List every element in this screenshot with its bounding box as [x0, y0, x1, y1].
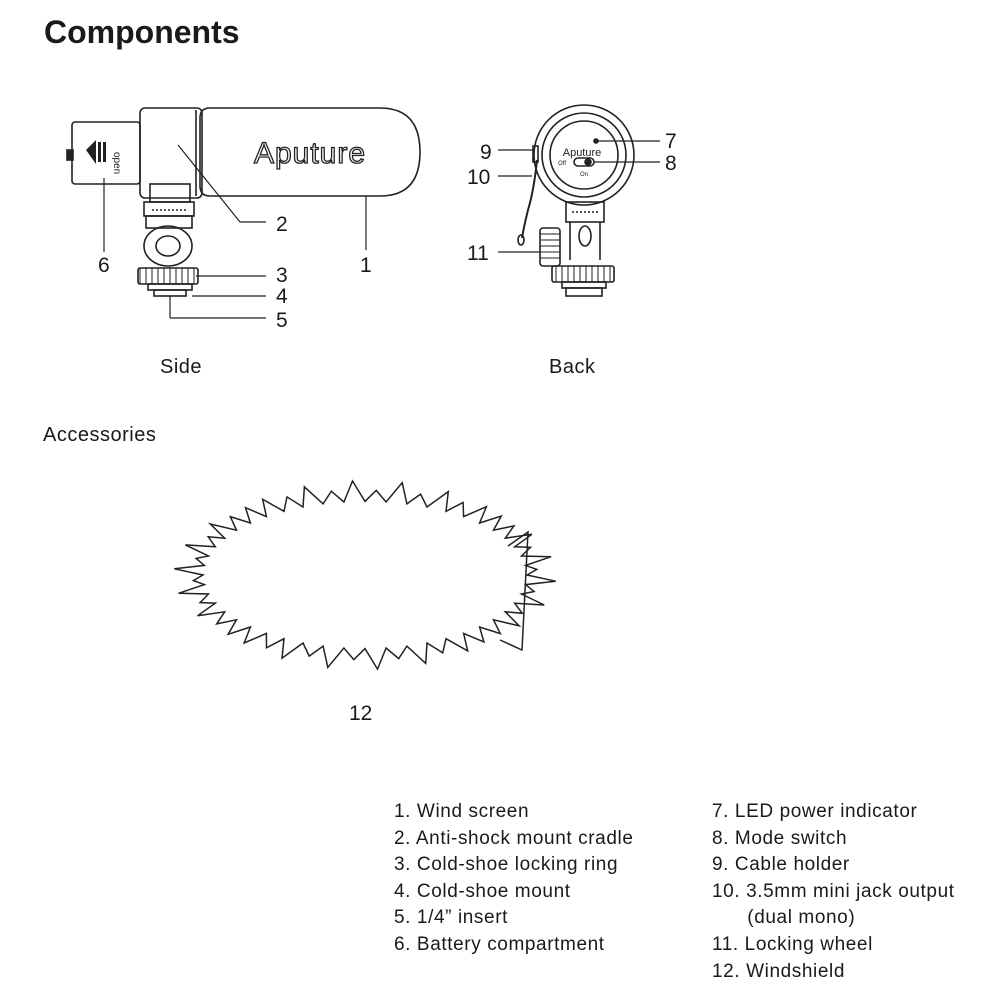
legend-item: 7. LED power indicator: [712, 801, 918, 822]
legend-right: 7. LED power indicator 8. Mode switch 9.…: [712, 799, 955, 985]
brand-logo-back: Aputure: [563, 147, 602, 159]
back-housing: [533, 104, 635, 206]
legend-item: 10. 3.5mm mini jack output: [712, 880, 955, 902]
back-plate: [549, 120, 619, 190]
back-view-caption: Back: [549, 356, 596, 378]
legend-left: 1. Wind screen 2. Anti-shock mount cradl…: [394, 799, 634, 959]
legend-item: 1. Wind screen: [394, 801, 530, 822]
wind-screen: [199, 107, 421, 197]
switch-off-label: Off: [558, 161, 566, 167]
legend-item: 9. Cable holder: [712, 854, 850, 876]
callout-10: 10: [467, 166, 491, 189]
brand-logo-side: Aputure: [254, 137, 366, 170]
callout-12: 12: [349, 702, 373, 725]
callout-9: 9: [480, 141, 492, 164]
side-view-caption: Side: [160, 356, 203, 378]
shock-mount-cradle: [139, 107, 203, 199]
callout-3: 3: [276, 264, 288, 287]
legend-item: 11. Locking wheel: [712, 933, 873, 955]
locking-wheel: [539, 227, 561, 267]
legend-item: (dual mono): [712, 907, 856, 929]
windshield-opening: [499, 530, 529, 652]
legend-item: 3. Cold-shoe locking ring: [394, 854, 619, 876]
windshield-outline: [174, 479, 556, 671]
battery-door-label: open: [111, 152, 122, 174]
accessories-heading: Accessories: [43, 424, 157, 446]
cable-holder: [532, 145, 539, 163]
legend-item: 4. Cold-shoe mount: [394, 880, 571, 902]
switch-on-label: On: [580, 172, 588, 178]
legend-item: 6. Battery compartment: [394, 933, 605, 955]
callout-6: 6: [98, 254, 110, 277]
callout-7: 7: [665, 130, 677, 153]
callout-8: 8: [665, 152, 677, 175]
callout-5: 5: [276, 309, 288, 332]
callout-4: 4: [276, 285, 288, 308]
callout-11: 11: [467, 242, 489, 265]
legend-item: 12. Windshield: [712, 960, 846, 982]
legend-item: 5. 1/4” insert: [394, 907, 509, 929]
page-title: Components: [44, 14, 240, 50]
callout-2: 2: [276, 213, 288, 236]
legend-item: 8. Mode switch: [712, 827, 848, 849]
audio-cable: [521, 159, 538, 239]
callout-1: 1: [360, 254, 372, 277]
legend-item: 2. Anti-shock mount cradle: [394, 827, 634, 849]
